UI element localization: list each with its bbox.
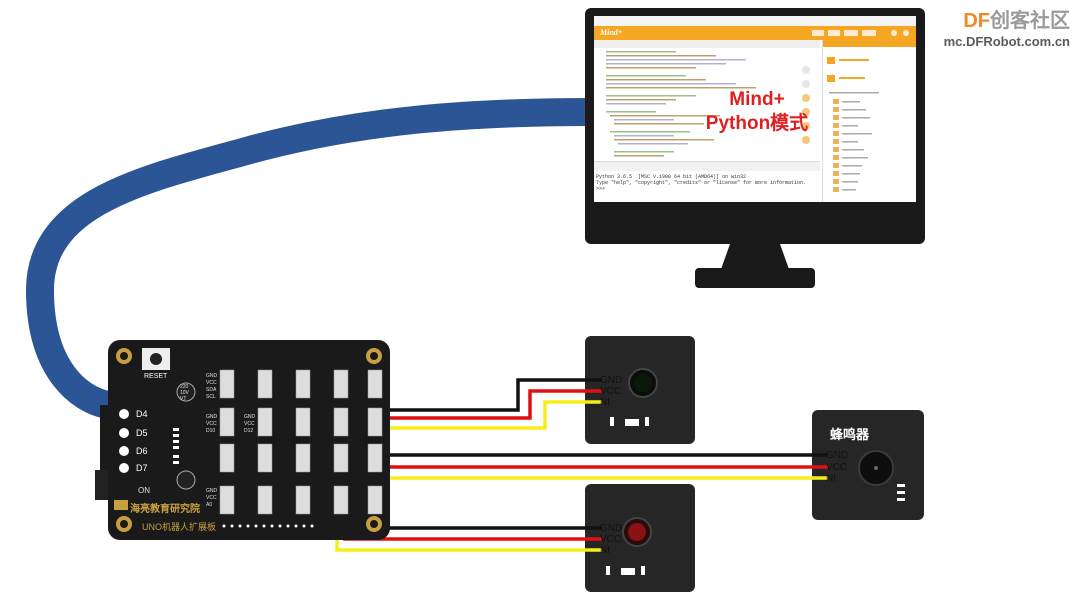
app-toolbar: Mind+ xyxy=(594,26,916,40)
header-label-vcc-d: VCC xyxy=(206,495,217,501)
top-led-pin-ni: NI xyxy=(600,397,610,408)
bottom-led-pin-gnd: GND xyxy=(600,523,623,534)
watermark: DF创客社区 mc.DFRobot.com.cn xyxy=(944,4,1070,49)
terminal-line-1: Python 3.6.5 [MSC v.1900 64 bit (AMD64)]… xyxy=(596,174,747,180)
code-lines xyxy=(606,51,810,157)
pin-label-d6: D6 xyxy=(136,446,148,456)
wire-yellow-top xyxy=(375,400,602,430)
wire-black-top xyxy=(380,378,602,412)
buzzer-pin-gnd: GND xyxy=(826,450,849,461)
header-label-d12: D12 xyxy=(244,428,254,434)
top-led-lens xyxy=(634,374,652,392)
top-led-mark-1 xyxy=(610,417,614,426)
board-brand-text: 海亮教育研究院 xyxy=(130,504,200,515)
terminal-header xyxy=(594,161,820,171)
top-led-mark-3 xyxy=(645,417,649,426)
uno-expansion-board: RESET D4 D5 D6 D7 ON 220 10V VT GND VCC … xyxy=(108,340,390,540)
bottom-led-pin-ni: NI xyxy=(600,545,610,556)
app-tabs xyxy=(594,40,820,48)
top-led-pin-gnd: GND xyxy=(600,375,623,386)
terminal-output: Python 3.6.5 [MSC v.1900 64 bit (AMD64)]… xyxy=(596,174,818,192)
bottom-led-mark-2 xyxy=(621,568,635,575)
header-label-gnd-b: GND xyxy=(206,414,218,420)
app-brand: Mind+ xyxy=(600,28,623,37)
board-name: UNO机器人扩展板 xyxy=(142,522,216,532)
header-label-gnd-c: GND xyxy=(244,414,256,420)
terminal-line-2: Type "help", "copyright", "credits" or "… xyxy=(596,180,807,186)
reset-label: RESET xyxy=(144,373,168,380)
monitor-screen: Mind+ xyxy=(594,16,916,202)
cap-text-top-2: 10V xyxy=(180,390,189,396)
buzzer-center xyxy=(874,466,878,470)
header-label-vcc-c: VCC xyxy=(244,421,255,427)
cap-text-top-1: 220 xyxy=(180,384,189,390)
on-label: ON xyxy=(138,486,150,495)
buzzer-pin-ni: NI xyxy=(826,473,836,484)
bottom-led-mark-1 xyxy=(606,566,610,575)
buzzer-mark-3 xyxy=(897,498,905,501)
header-label-d10: D10 xyxy=(206,428,216,434)
header-label-vcc-b: VCC xyxy=(206,421,217,427)
pin-label-d4: D4 xyxy=(136,409,148,419)
top-led-mark-2 xyxy=(625,419,639,426)
mind-python-label: Mind+ Python模式 xyxy=(697,88,817,136)
app-toolbar-icons xyxy=(812,30,909,36)
file-sidebar xyxy=(822,40,916,202)
bottom-led-pin-vcc: VCC xyxy=(600,534,622,545)
app-titlebar xyxy=(594,16,916,26)
code-editor xyxy=(594,48,820,170)
mind-label-line1: Mind+ xyxy=(729,89,785,110)
pin-label-d7: D7 xyxy=(136,463,148,473)
watermark-brand: DF创客社区 xyxy=(944,4,1070,33)
bottom-led-mark-3 xyxy=(641,566,645,575)
header-label-gnd: GND xyxy=(206,373,218,379)
buzzer-mark-1 xyxy=(897,484,905,487)
header-label-vcc: VCC xyxy=(206,380,217,386)
usb-cable xyxy=(25,98,604,419)
pin-label-d5: D5 xyxy=(136,428,148,438)
header-label-a0: A0 xyxy=(206,502,213,508)
bottom-led-lens xyxy=(628,523,646,541)
header-label-gnd-d: GND xyxy=(206,488,218,494)
sidebar-tree xyxy=(827,57,879,192)
monitor-stand xyxy=(695,268,815,288)
terminal-line-3: >>> xyxy=(596,186,606,192)
board-details xyxy=(114,348,383,532)
wire-red-buzzer xyxy=(316,412,828,469)
buzzer-name: 蜂鸣器 xyxy=(830,427,870,442)
monitor-neck xyxy=(720,244,790,272)
sidebar-header xyxy=(823,40,916,47)
cap-text-top-3: VT xyxy=(180,396,187,402)
buzzer-pin-vcc: VCC xyxy=(826,462,848,473)
wire-red-top xyxy=(380,389,602,420)
watermark-df: DF xyxy=(963,10,990,32)
watermark-url: mc.DFRobot.com.cn xyxy=(943,34,1070,49)
top-led-pin-vcc: VCC xyxy=(600,386,622,397)
header-label-sda: SDA xyxy=(206,387,217,393)
header-label-scl: SCL xyxy=(206,394,216,400)
buzzer-mark-2 xyxy=(897,491,905,494)
mind-label-line2: Python模式 xyxy=(705,113,809,134)
watermark-cn: 创客社区 xyxy=(990,10,1070,32)
